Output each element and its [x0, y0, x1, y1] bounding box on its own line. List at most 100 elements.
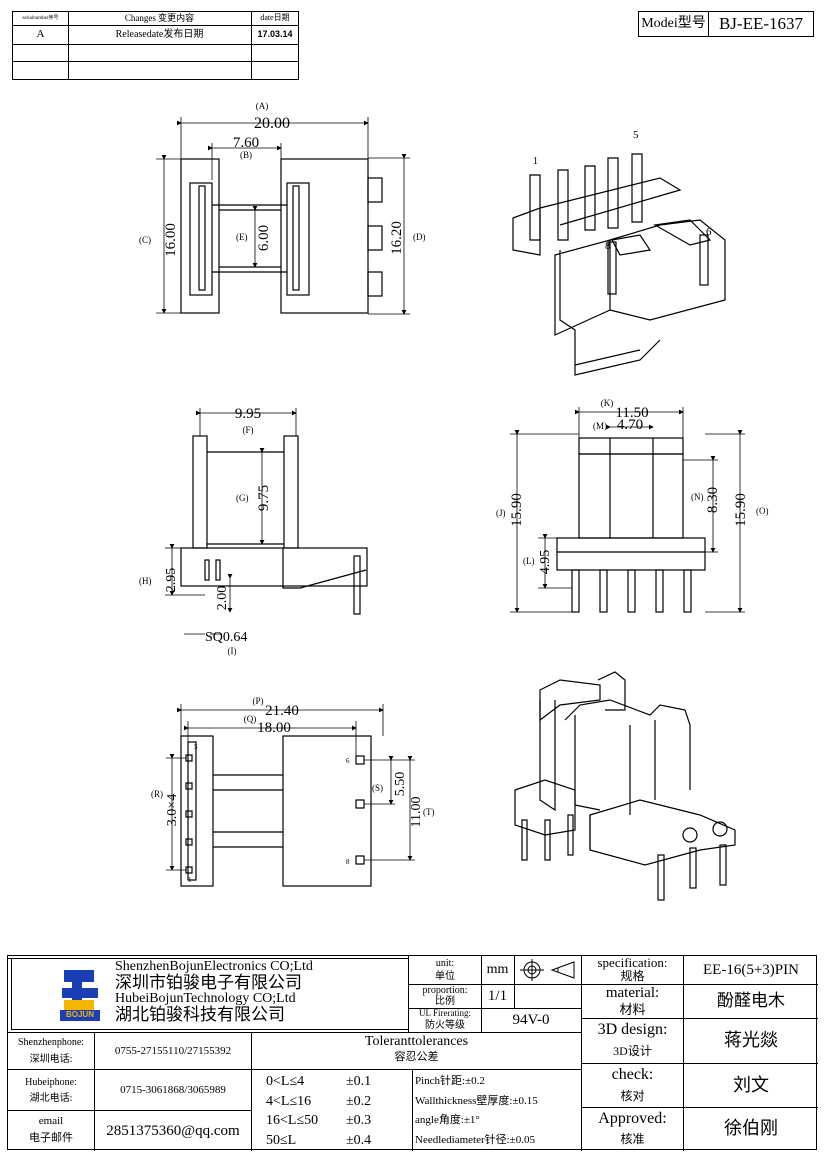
dim-c-letter: (C)	[139, 235, 151, 245]
dim-j-letter: (J)	[496, 508, 506, 518]
side-view-dims	[510, 407, 745, 613]
dim-f-value: 9.95	[235, 406, 261, 422]
header-changes: Changes 变更内容	[124, 12, 195, 23]
email-value: 2851375360@qq.com	[106, 1122, 240, 1139]
check-value: 刘文	[733, 1074, 769, 1095]
top-view-dims	[156, 117, 410, 315]
dim-a-letter: (A)	[256, 101, 269, 111]
company-cn-2: 湖北铂骏科技有限公司	[115, 1005, 285, 1024]
pin-8-label: 8	[605, 240, 611, 252]
dim-k-letter: (K)	[601, 398, 614, 408]
tol-note: angle角度:±1°	[415, 1114, 480, 1126]
front-view	[180, 435, 368, 615]
pin-6-label: 6	[706, 226, 712, 238]
model-box: Modei型号 BJ-EE-1637	[638, 11, 814, 37]
fire-label: UL Firerating:	[419, 1008, 471, 1019]
email-label: email	[38, 1114, 64, 1127]
design-value: 蒋光燚	[724, 1030, 778, 1051]
company-logo: BOJUN	[58, 966, 102, 1022]
dim-h-letter: (H)	[139, 576, 152, 586]
tol-range: 16<L≤50	[266, 1113, 319, 1128]
iso-view-top	[512, 153, 726, 376]
approved-label: Approved:	[598, 1110, 667, 1128]
dim-i-letter: (I)	[228, 646, 237, 656]
hb-phone-label-cn: 湖北电话:	[29, 1093, 73, 1104]
email-label-cn: 电子邮件	[29, 1131, 73, 1144]
title-block: BOJUN ShenzhenBojunElectronics CO;Ltd 深圳…	[7, 954, 818, 1151]
proportion-value: 1/1	[487, 987, 508, 1004]
dim-m-letter: (M)	[593, 421, 607, 431]
iso-view-bottom	[514, 671, 736, 901]
row-serial: A	[36, 28, 45, 41]
bottom-view-dims	[166, 704, 415, 871]
dim-t-letter: (T)	[423, 807, 435, 817]
dim-m-value: 4.70	[617, 417, 643, 433]
dim-e-value: 6.00	[256, 225, 272, 251]
logo-text: BOJUN	[65, 1010, 94, 1020]
material-label: material:	[605, 985, 660, 1002]
dim-q-letter: (Q)	[244, 714, 257, 724]
tol-values: ±0.1 ±0.2 ±0.3 ±0.4	[346, 1072, 371, 1150]
dim-e-letter: (E)	[236, 232, 248, 242]
dim-f-letter: (F)	[243, 425, 254, 435]
material-value: 酚醛电木	[717, 991, 785, 1011]
row-changes: Releasedate发布日期	[115, 29, 204, 40]
dim-o-value: 15.90	[733, 493, 749, 527]
tol-title-cn: 容忍公差	[394, 1050, 439, 1063]
dim-l-value: 4.95	[538, 550, 553, 575]
bottom-pin-1-label: 1	[188, 876, 192, 884]
dim-p-value: 21.40	[265, 703, 299, 719]
proportion-label: proportion:	[422, 984, 468, 996]
side-view	[556, 437, 706, 613]
spec-value: EE-16(5+3)PIN	[703, 961, 799, 978]
tol-value: ±0.2	[346, 1093, 372, 1109]
sz-phone-value: 0755-27155110/27155392	[114, 1044, 232, 1057]
design-label-cn: 3D设计	[613, 1044, 652, 1059]
dim-a-value: 20.00	[254, 115, 290, 132]
dim-n-value: 8.30	[705, 487, 721, 513]
tol-title: Toleranttolerances	[364, 1034, 469, 1050]
revision-table: serialnumber序号 Changes 变更内容 date日期 A Rel…	[12, 11, 299, 80]
projection-symbol	[518, 959, 578, 981]
tol-note: Needlediameter针径:±0.05	[415, 1133, 535, 1146]
approved-label-cn: 核准	[620, 1131, 645, 1146]
hb-phone-value: 0715-3061868/3065989	[120, 1083, 226, 1096]
spec-label: specification:	[597, 954, 668, 970]
tol-value: ±0.4	[346, 1132, 372, 1148]
fire-label-cn: 防火等级	[425, 1019, 465, 1031]
dim-d-value: 16.20	[389, 221, 405, 255]
dim-s-value: 5.50	[393, 772, 408, 797]
fire-value: 94V-0	[512, 1011, 550, 1028]
tol-range: 4<L≤16	[266, 1093, 312, 1109]
dim-p-letter: (P)	[253, 696, 264, 706]
unit-label: unit:	[435, 957, 455, 969]
dim-o-letter: (O)	[756, 506, 769, 516]
dim-g-letter: (G)	[236, 493, 249, 503]
dim-c-value: 16.00	[163, 223, 179, 257]
tol-note: Wallthickness壁厚度:±0.15	[415, 1094, 538, 1107]
pin-1-label: 1	[533, 156, 538, 167]
header-date: date日期	[260, 13, 290, 23]
company-en-1: ShenzhenBojunElectronics CO;Ltd	[115, 959, 313, 974]
dim-t-value: 11.00	[409, 797, 424, 828]
tol-notes: Pinch针距:±0.2 Wallthickness壁厚度:±0.15 angl…	[415, 1072, 538, 1150]
sz-phone-label: Shenzhenphone:	[17, 1037, 85, 1048]
header-serial: serialnumber序号	[22, 15, 59, 21]
dim-n-letter: (N)	[691, 492, 704, 502]
tol-range: 50≤L	[266, 1132, 297, 1148]
model-label: Modei型号	[639, 12, 709, 36]
tol-range: 0<L≤4	[266, 1074, 305, 1089]
material-label-cn: 材料	[619, 1001, 646, 1017]
tol-ranges: 0<L≤4 4<L≤16 16<L≤50 50≤L	[266, 1072, 318, 1150]
check-label: check:	[611, 1066, 654, 1084]
dim-q-value: 18.00	[257, 720, 291, 736]
dim-r-value: 3.0×4	[165, 794, 180, 826]
dim-h2-value: 2.00	[215, 586, 230, 611]
hb-phone-label: Hubeiphone:	[25, 1076, 77, 1088]
spec-label-cn: 规格	[620, 969, 645, 984]
dim-h-value: 2.95	[164, 568, 179, 593]
dim-b-value: 7.60	[233, 135, 259, 151]
approved-value: 徐伯刚	[724, 1117, 778, 1138]
company-en-2: HubeiBojunTechnology CO;Ltd	[115, 991, 296, 1006]
bottom-pin-8-label: 8	[346, 858, 350, 866]
